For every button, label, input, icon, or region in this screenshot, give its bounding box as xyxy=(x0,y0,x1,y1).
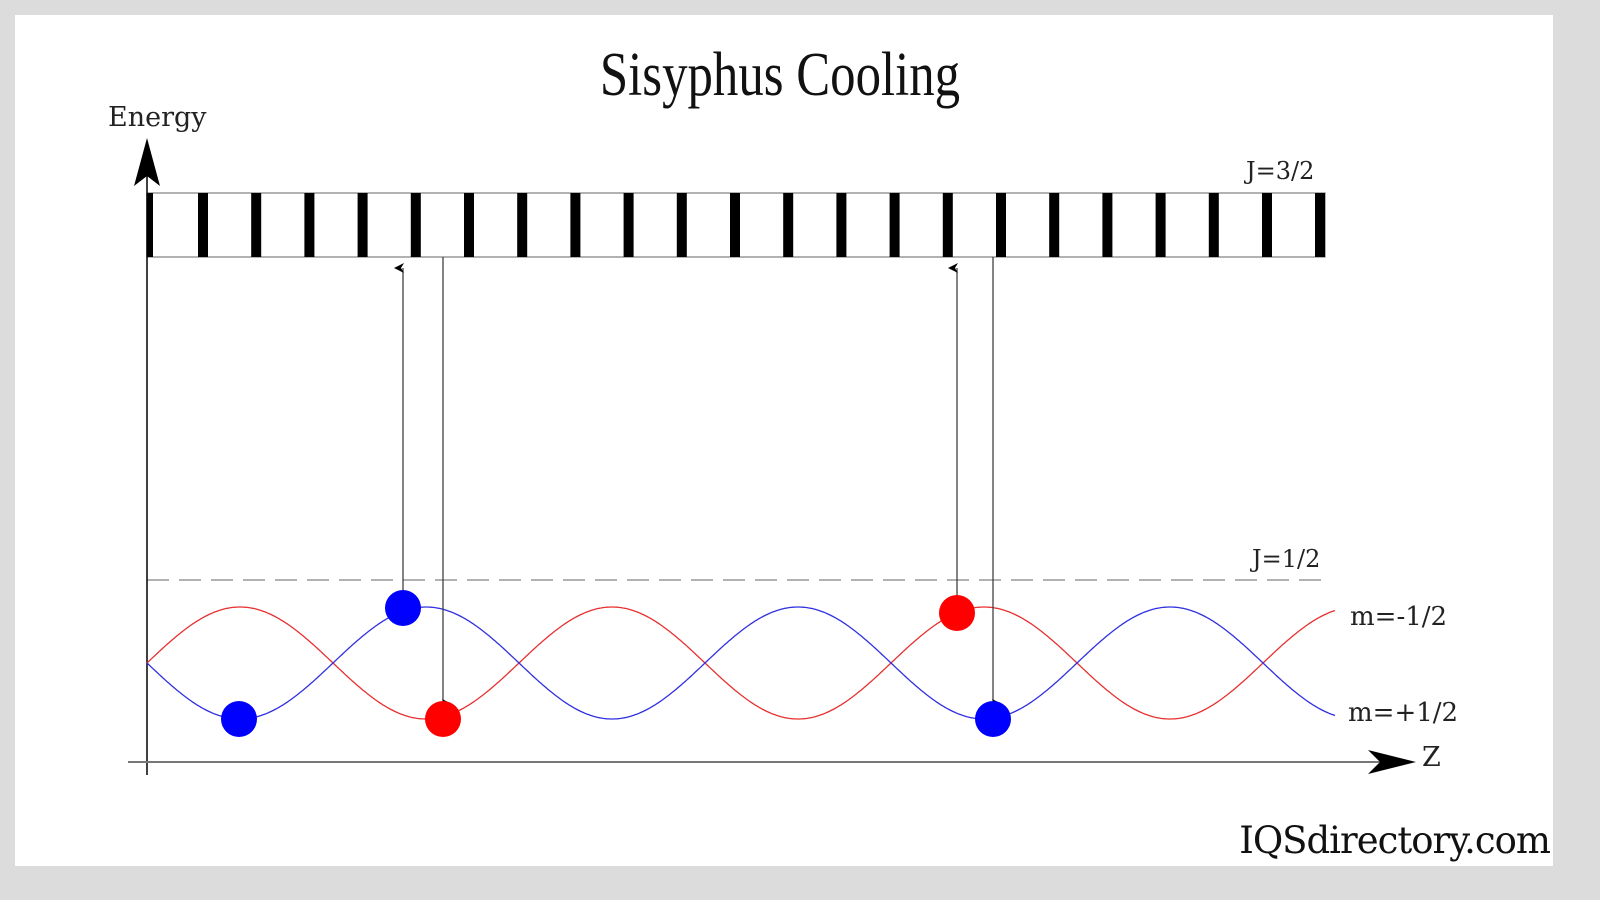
y-axis-label: Energy xyxy=(108,102,207,133)
band-stripe xyxy=(251,193,262,257)
band-stripe xyxy=(1208,193,1219,257)
band-stripe xyxy=(517,193,528,257)
x-axis-label: Z xyxy=(1422,742,1441,773)
band-stripe xyxy=(1155,193,1166,257)
band-stripe xyxy=(942,193,953,257)
x-axis-arrow-icon xyxy=(1368,750,1416,774)
band-stripe xyxy=(889,193,900,257)
band-stripe xyxy=(304,193,315,257)
y-axis-arrow-icon xyxy=(134,138,160,186)
band-stripe xyxy=(996,193,1006,257)
band-stripe xyxy=(1102,193,1113,257)
band-stripe xyxy=(147,193,153,257)
upper-level-label: J=3/2 xyxy=(1246,157,1315,185)
curve-m-minus-half xyxy=(146,606,1336,720)
band-stripe xyxy=(464,193,474,257)
band-stripe xyxy=(1049,193,1060,257)
band-stripe xyxy=(410,193,421,257)
curve-label-minus-half: m=-1/2 xyxy=(1350,602,1448,632)
diagram-title: Sisyphus Cooling xyxy=(599,41,961,109)
watermark: IQSdirectory.com xyxy=(1239,819,1551,862)
atom-blue-2 xyxy=(385,590,421,626)
atom-blue-1 xyxy=(221,701,257,737)
upper-level-band xyxy=(146,192,1326,258)
band-stripe xyxy=(1262,193,1272,257)
band-stripe xyxy=(1315,193,1325,257)
band-stripe xyxy=(357,193,368,257)
atom-blue-3 xyxy=(975,701,1011,737)
band-stripe xyxy=(730,193,740,257)
band-stripe xyxy=(198,193,208,257)
atom-red-1 xyxy=(425,701,461,737)
band-stripe xyxy=(836,193,847,257)
curve-label-plus-half: m=+1/2 xyxy=(1348,698,1459,728)
lower-level-label: J=1/2 xyxy=(1252,545,1321,573)
band-stripe xyxy=(676,193,687,257)
band-stripe xyxy=(570,193,581,257)
diagram-card xyxy=(15,15,1553,866)
band-stripe xyxy=(783,193,794,257)
atom-red-2 xyxy=(939,595,975,631)
curve-m-plus-half xyxy=(146,606,1336,720)
band-stripe xyxy=(623,193,634,257)
